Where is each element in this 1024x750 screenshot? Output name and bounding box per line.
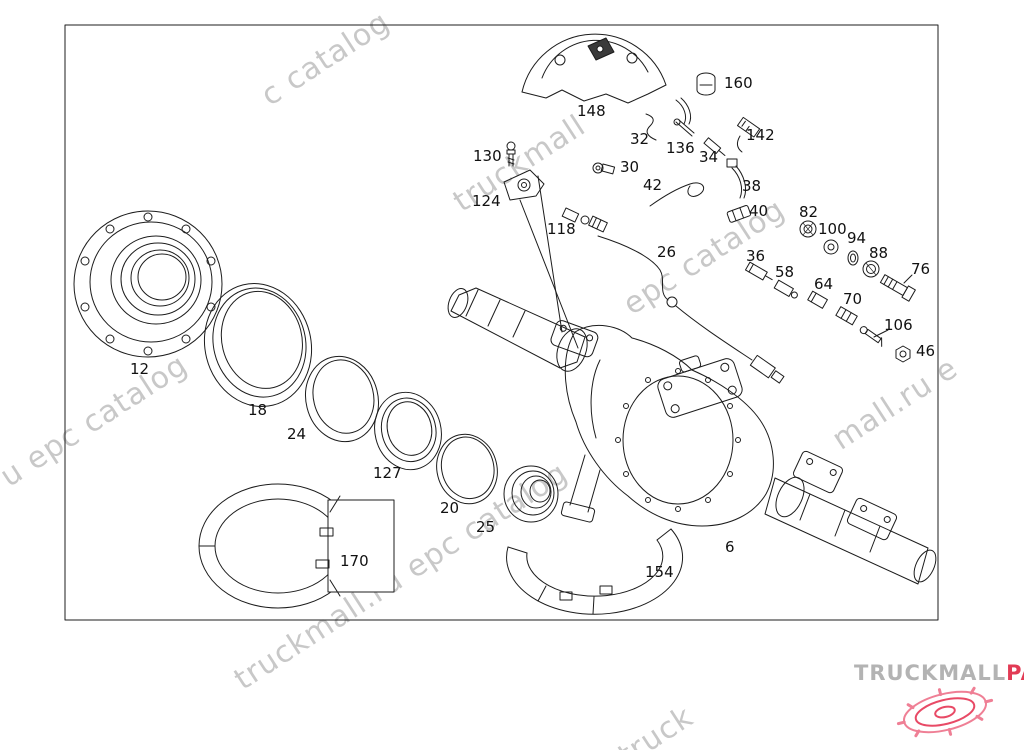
diagram-border	[64, 24, 939, 621]
part-label-160: 160	[724, 74, 753, 92]
part-label-70: 70	[843, 290, 863, 308]
brake-shoes-170	[198, 483, 395, 609]
part-label-136: 136	[666, 139, 695, 157]
bracket-124	[503, 169, 545, 201]
connector-40	[726, 205, 752, 223]
screw-106	[859, 326, 883, 347]
logo-text-truckmall: TRUCKMALL	[854, 661, 1007, 685]
part-label-142: 142	[746, 126, 775, 144]
ring-18	[203, 282, 313, 408]
part-label-24: 24	[287, 425, 307, 443]
screw-34	[703, 137, 726, 157]
cap-nut-82	[799, 220, 817, 238]
part-label-100: 100	[818, 220, 847, 238]
gear-logo-icon	[896, 686, 994, 738]
fitting-142	[736, 116, 761, 153]
part-label-106: 106	[884, 316, 913, 334]
part-label-26: 26	[657, 243, 677, 261]
brake-shoes-154	[506, 528, 684, 615]
leader-lines	[519, 175, 913, 349]
part-label-148: 148	[577, 102, 606, 120]
part-label-64: 64	[814, 275, 834, 293]
part-label-40: 40	[749, 202, 769, 220]
ring-24	[305, 355, 379, 443]
part-label-118: 118	[547, 220, 576, 238]
logo: TRUCKMALLPARTS	[854, 661, 1024, 685]
ring-20	[436, 433, 498, 505]
part-label-94: 94	[847, 229, 867, 247]
part-label-124: 124	[472, 192, 501, 210]
part-label-170: 170	[340, 552, 369, 570]
bearing-cone-25	[503, 465, 559, 523]
part-label-25: 25	[476, 518, 496, 536]
part-label-38: 38	[742, 177, 762, 195]
part-label-82: 82	[799, 203, 819, 221]
bearing-127	[374, 391, 442, 471]
part-label-36: 36	[746, 247, 766, 265]
fitting-64	[807, 290, 828, 309]
brake-hose-26	[597, 235, 785, 384]
bolt-76	[879, 274, 916, 302]
hose-38	[726, 158, 747, 199]
part-label-6: 6	[725, 538, 735, 556]
part-label-88: 88	[869, 244, 889, 262]
part-label-30: 30	[620, 158, 640, 176]
part-label-42: 42	[643, 176, 663, 194]
washer-100	[823, 239, 839, 255]
pin-136	[673, 118, 695, 137]
fitting-30	[592, 162, 616, 175]
hose-42	[649, 182, 705, 207]
fitting-58	[773, 279, 798, 299]
part-label-20: 20	[440, 499, 460, 517]
part-label-18: 18	[248, 401, 268, 419]
part-label-130: 130	[473, 147, 502, 165]
nut-46	[895, 345, 911, 363]
wheel-hub-12	[73, 210, 223, 358]
cap-160	[696, 72, 716, 96]
fitting-70	[835, 306, 858, 326]
part-label-76: 76	[911, 260, 931, 278]
clip-32	[645, 113, 657, 141]
part-label-46: 46	[916, 342, 936, 360]
part-label-127: 127	[373, 464, 402, 482]
valve-118	[561, 207, 608, 233]
bolt-130	[506, 141, 516, 167]
axle-housing-6	[447, 287, 937, 585]
logo-text-parts: PARTS	[1006, 661, 1024, 685]
ring-94	[847, 250, 859, 266]
seal-88	[862, 260, 880, 278]
brake-backing-plate-148	[521, 33, 692, 125]
part-label-58: 58	[775, 263, 795, 281]
valve-36	[744, 261, 773, 281]
part-label-154: 154	[645, 563, 674, 581]
part-label-32: 32	[630, 130, 650, 148]
part-label-34: 34	[699, 148, 719, 166]
part-label-12: 12	[130, 360, 150, 378]
